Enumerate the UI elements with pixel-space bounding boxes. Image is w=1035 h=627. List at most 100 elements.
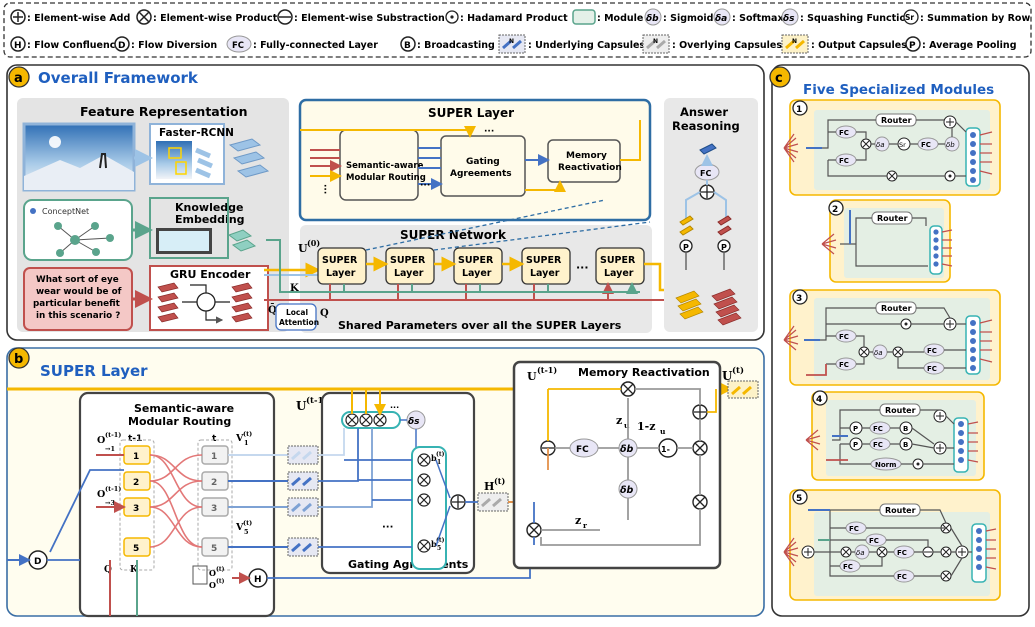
svg-text:H: H (484, 480, 494, 493)
svg-text:O: O (97, 489, 105, 500)
legend-item-confluence: : Flow Confluence (27, 40, 122, 51)
svg-text:δs: δs (408, 417, 420, 427)
svg-text:(t-1): (t-1) (105, 485, 121, 493)
svg-text:Q̄: Q̄ (268, 304, 277, 316)
svg-text:z: z (616, 414, 622, 427)
svg-text:Q: Q (320, 308, 329, 319)
svg-text:Agreements: Agreements (450, 169, 512, 179)
svg-text:(t): (t) (436, 537, 445, 544)
panel-c-five-modules: c Five Specialized Modules 1 Router FC δ… (769, 64, 1030, 617)
svg-text:Q: Q (104, 565, 112, 575)
svg-text:Local: Local (286, 308, 308, 317)
svg-text:P: P (721, 243, 727, 252)
svg-text:P: P (853, 425, 858, 433)
svg-text:N: N (792, 38, 797, 45)
feature-representation-title: Feature Representation (80, 104, 247, 119)
legend-item-underlying: : Underlying Capsules (528, 40, 645, 51)
svg-text:FC: FC (843, 563, 853, 571)
shared-parameters-label: Shared Parameters over all the SUPER Lay… (338, 319, 622, 332)
memory-reactivation-box (547, 139, 621, 183)
svg-text:→3: →3 (105, 499, 115, 507)
svg-text:(t): (t) (494, 476, 505, 486)
svg-text:N: N (509, 38, 514, 45)
legend-item-hadamard: : Hadamard Product (460, 13, 568, 24)
module-5: 5 Router FC FC δa FC FC FC (783, 489, 1001, 601)
legend-item-overlying: : Overlying Capsules (672, 40, 782, 51)
softmax-icon (713, 8, 731, 26)
svg-text:FC: FC (839, 157, 849, 165)
panel-a-overall-framework: a Overall Framework Feature Representati… (6, 64, 765, 341)
memory-box (512, 360, 722, 570)
legend-item-row-sum: : Summation by Row (920, 13, 1030, 24)
svg-text:V: V (235, 522, 244, 533)
svg-text:Reactivation: Reactivation (558, 163, 622, 173)
legend-item-softmax: : Softmax (732, 13, 784, 24)
svg-text:FC: FC (849, 525, 859, 533)
output-capsules-icon (781, 34, 809, 54)
panel-a-badge (8, 66, 30, 88)
svg-text:FC: FC (232, 41, 244, 51)
svg-text:→1: →1 (105, 445, 115, 453)
svg-text:···: ··· (420, 181, 430, 191)
svg-text:(t): (t) (732, 365, 744, 376)
svg-text:(t): (t) (243, 430, 252, 438)
svg-text:(t): (t) (243, 519, 252, 527)
svg-text:Semantic-aware: Semantic-aware (346, 161, 424, 171)
fc-icon (226, 35, 252, 53)
svg-text:1-: 1- (661, 445, 670, 454)
broadcast-icon (400, 36, 416, 52)
svg-text:Embedding: Embedding (175, 213, 245, 226)
svg-text:V: V (235, 433, 244, 444)
svg-text:3: 3 (133, 504, 139, 514)
svg-text:(t): (t) (436, 451, 445, 458)
svg-text:in this scenario ?: in this scenario ? (36, 311, 120, 321)
svg-text:Router: Router (885, 406, 916, 415)
svg-text:H: H (254, 575, 262, 585)
svg-text:SUPER: SUPER (600, 255, 636, 266)
local-attention-box (275, 303, 317, 331)
svg-text:SUPER Network: SUPER Network (400, 228, 507, 242)
legend-item-module: : Module (597, 13, 643, 24)
legend-item-output: : Output Capsules (811, 40, 907, 51)
svg-text:SUPER: SUPER (390, 255, 426, 266)
svg-text:δa: δa (715, 14, 727, 24)
gating-agreements-box (440, 135, 526, 197)
svg-text:δa: δa (874, 349, 883, 357)
svg-text:b: b (431, 539, 437, 549)
svg-text:FC: FC (897, 549, 907, 557)
svg-text:δb: δb (620, 485, 634, 496)
svg-text:FC: FC (839, 129, 849, 137)
svg-text:4: 4 (816, 395, 822, 405)
legend-item-add: : Element-wise Add (27, 13, 130, 24)
svg-text:D: D (118, 41, 125, 51)
answer-reasoning-region (664, 98, 758, 332)
row-sum-icon (903, 9, 919, 25)
svg-text:1: 1 (796, 105, 802, 115)
diversion-icon (114, 36, 130, 52)
module-3: 3 Router FC δa FC FC FC (783, 289, 1001, 386)
svg-text:U: U (527, 370, 537, 383)
svg-text:(0): (0) (307, 238, 320, 248)
svg-text:P: P (853, 441, 858, 449)
panel-b-badge (8, 347, 30, 369)
svg-text:U: U (296, 399, 307, 413)
svg-text:Norm: Norm (875, 461, 896, 469)
svg-text:SUPER Layer: SUPER Layer (428, 106, 514, 120)
overlying-capsules (477, 492, 509, 512)
svg-text:O: O (209, 580, 216, 590)
panel-c-title: Five Specialized Modules (803, 82, 994, 98)
svg-text:···: ··· (576, 261, 589, 274)
panel-b-super-layer: b SUPER Layer Semantic-aware Modular Rou… (6, 347, 765, 618)
svg-text:(t-1): (t-1) (105, 431, 121, 439)
svg-text:(t): (t) (216, 566, 225, 573)
svg-text:FC: FC (927, 347, 937, 355)
svg-text:FC: FC (576, 445, 589, 455)
svg-text:Layer: Layer (530, 268, 560, 279)
svg-text:δs: δs (783, 14, 795, 24)
svg-text:Attention: Attention (279, 318, 319, 327)
svg-text:δb: δb (646, 14, 659, 24)
sigmoid-icon (644, 8, 662, 26)
svg-text:2: 2 (832, 205, 838, 215)
legend-item-squash: : Squashing Function (800, 13, 913, 24)
svg-text:U: U (298, 242, 308, 255)
